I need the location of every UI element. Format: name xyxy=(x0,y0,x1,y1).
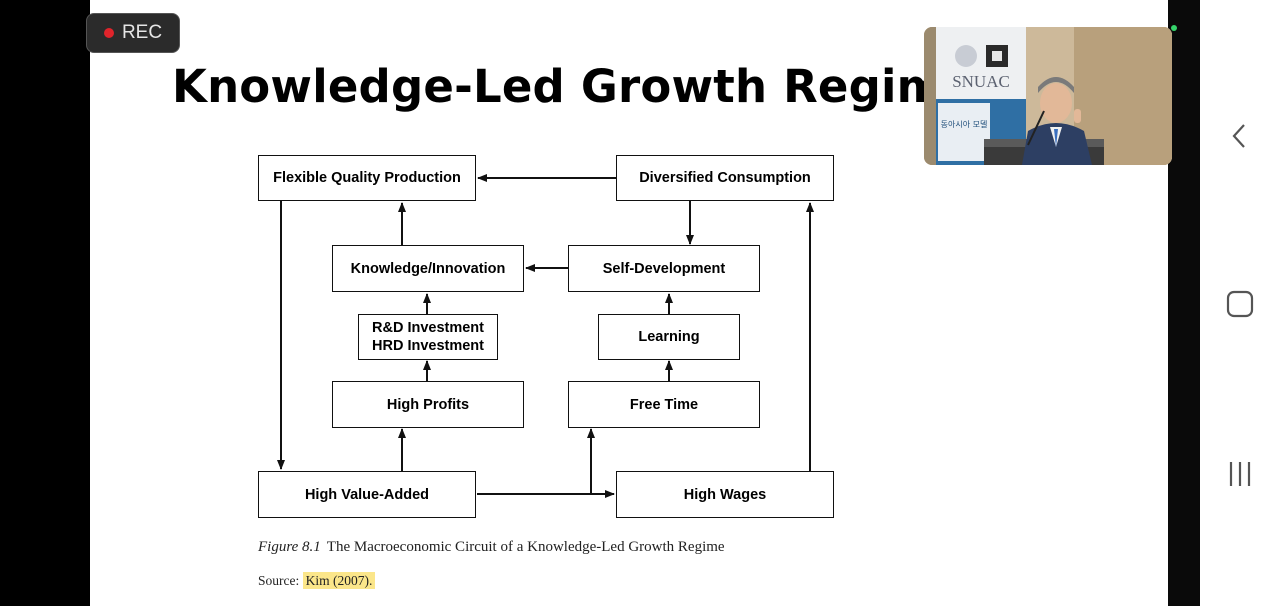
poster-text: 동아시아 모델 xyxy=(941,119,988,129)
box-learning: Learning xyxy=(598,314,740,360)
recording-indicator: REC xyxy=(86,13,180,53)
recent-apps-icon xyxy=(1229,462,1251,486)
banner-text: SNUAC xyxy=(952,72,1010,91)
record-dot-icon xyxy=(103,28,114,38)
box-label: Knowledge/Innovation xyxy=(350,260,506,277)
box-free-time: Free Time xyxy=(568,381,760,428)
box-flexible-quality-production: Flexible Quality Production xyxy=(258,155,476,201)
back-chevron-icon xyxy=(1232,124,1245,148)
box-label: Learning xyxy=(638,329,700,345)
figure-caption-text: The Macroeconomic Circuit of a Knowledge… xyxy=(326,539,725,555)
box-high-profits: High Profits xyxy=(332,381,524,428)
box-knowledge-innovation: Knowledge/Innovation xyxy=(332,245,524,292)
slide-border-strip xyxy=(1168,0,1200,606)
figure-caption: Figure 8.1 The Macroeconomic Circuit of a… xyxy=(258,539,725,556)
back-button[interactable] xyxy=(1222,118,1258,154)
webcam-scene: SNUAC 동아시아 모델 xyxy=(924,27,1172,165)
box-label: High Profits xyxy=(386,396,470,413)
speaker-webcam-video[interactable]: SNUAC 동아시아 모델 xyxy=(924,27,1172,165)
source-prefix: Source: xyxy=(258,573,303,588)
source-citation: Kim (2007) xyxy=(305,573,369,588)
box-high-wages: High Wages xyxy=(616,471,834,518)
box-label: High Wages xyxy=(683,486,767,503)
box-self-development: Self-Development xyxy=(568,245,760,292)
box-diversified-consumption: Diversified Consumption xyxy=(616,155,834,201)
box-rd-hrd-investment: R&D Investment HRD Investment xyxy=(358,314,498,360)
box-label-hrd: HRD Investment xyxy=(372,338,484,354)
home-button[interactable] xyxy=(1222,286,1258,322)
box-label: Self-Development xyxy=(602,260,726,277)
slide-title: Knowledge-Led Growth Regime xyxy=(172,60,975,113)
box-label: Flexible Quality Production xyxy=(273,170,461,186)
box-label-rd: R&D Investment xyxy=(372,320,484,336)
box-label: High Value-Added xyxy=(304,486,430,503)
source-suffix: . xyxy=(369,573,373,588)
recent-apps-button[interactable] xyxy=(1222,456,1258,492)
figure-number: Figure 8.1 xyxy=(258,539,321,555)
status-dot xyxy=(1171,25,1177,31)
box-high-value-added: High Value-Added xyxy=(258,471,476,518)
android-nav-bar xyxy=(1200,0,1280,606)
source-citation-highlight: Kim (2007). xyxy=(302,572,376,589)
box-label: Diversified Consumption xyxy=(639,170,811,186)
figure-source: Source: Kim (2007). xyxy=(258,572,376,589)
recording-label: REC xyxy=(121,22,163,43)
home-square-icon xyxy=(1226,290,1254,318)
box-label: Free Time xyxy=(629,396,699,413)
